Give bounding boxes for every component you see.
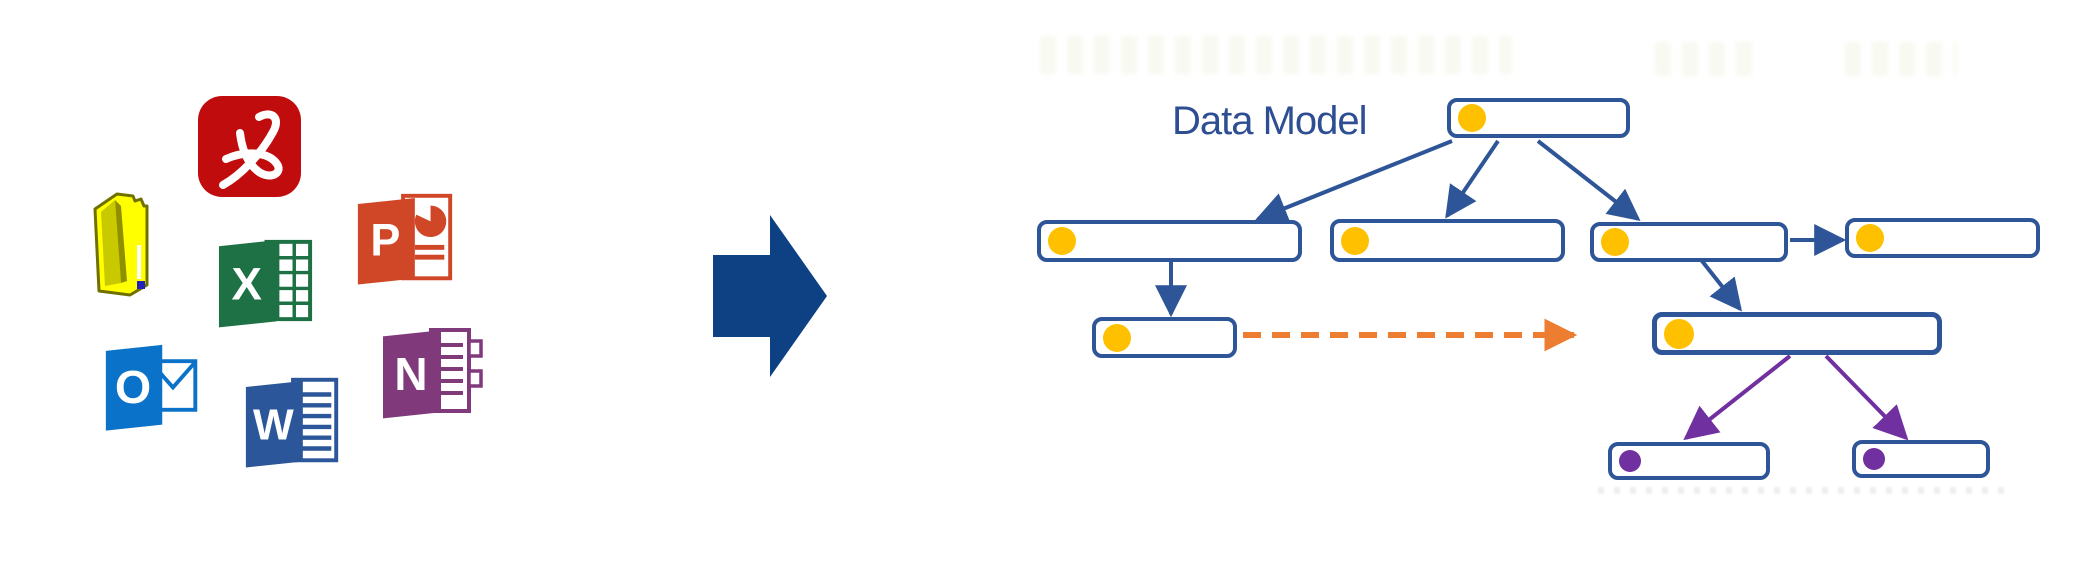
node-child-right	[1590, 222, 1788, 262]
node-sibling-right	[1845, 218, 2040, 258]
node-child-middle	[1330, 219, 1565, 262]
adobe-pdf-icon	[198, 96, 301, 197]
orange-key-dot	[1048, 227, 1076, 255]
word-icon: W	[245, 377, 339, 468]
onenote-icon: N	[383, 328, 483, 419]
orange-key-dot	[1458, 104, 1486, 132]
folder-icon	[93, 192, 149, 297]
onenote-letter: N	[394, 348, 427, 400]
transform-arrow-icon	[713, 215, 827, 377]
ghost-artifact	[1598, 487, 2010, 494]
ghost-artifact	[1655, 42, 1755, 76]
ghost-artifact	[1845, 42, 1957, 76]
ghost-artifact	[1040, 36, 1512, 74]
excel-letter: X	[232, 258, 262, 309]
edge-root-child-right	[1536, 139, 1641, 221]
orange-key-dot	[1341, 226, 1369, 255]
node-root	[1447, 98, 1630, 138]
outlook-icon: O	[105, 344, 198, 431]
orange-key-dot	[1601, 228, 1629, 256]
node-child-left	[1037, 220, 1302, 262]
edge-root-child-middle	[1445, 139, 1500, 219]
purple-key-dot	[1619, 450, 1641, 472]
diagram-title: Data Model	[1172, 99, 1368, 143]
orange-key-dot	[1856, 224, 1884, 252]
edge-root-child-left	[1255, 139, 1453, 224]
edge-childright-hub	[1700, 259, 1742, 312]
node-grandchild-left	[1092, 317, 1237, 358]
orange-key-dot	[1664, 318, 1694, 349]
orange-key-dot	[1103, 323, 1131, 352]
powerpoint-icon: P	[357, 193, 453, 285]
purple-key-dot	[1863, 448, 1885, 470]
node-hub	[1652, 312, 1942, 355]
edge-hub-leaf-left	[1683, 354, 1792, 441]
node-leaf-left	[1608, 442, 1770, 480]
powerpoint-letter: P	[370, 215, 400, 266]
excel-icon: X	[218, 239, 313, 328]
edge-hub-leaf-right	[1824, 354, 1909, 441]
node-leaf-right	[1852, 440, 1990, 478]
outlook-letter: O	[115, 361, 151, 413]
word-letter: W	[253, 402, 294, 450]
